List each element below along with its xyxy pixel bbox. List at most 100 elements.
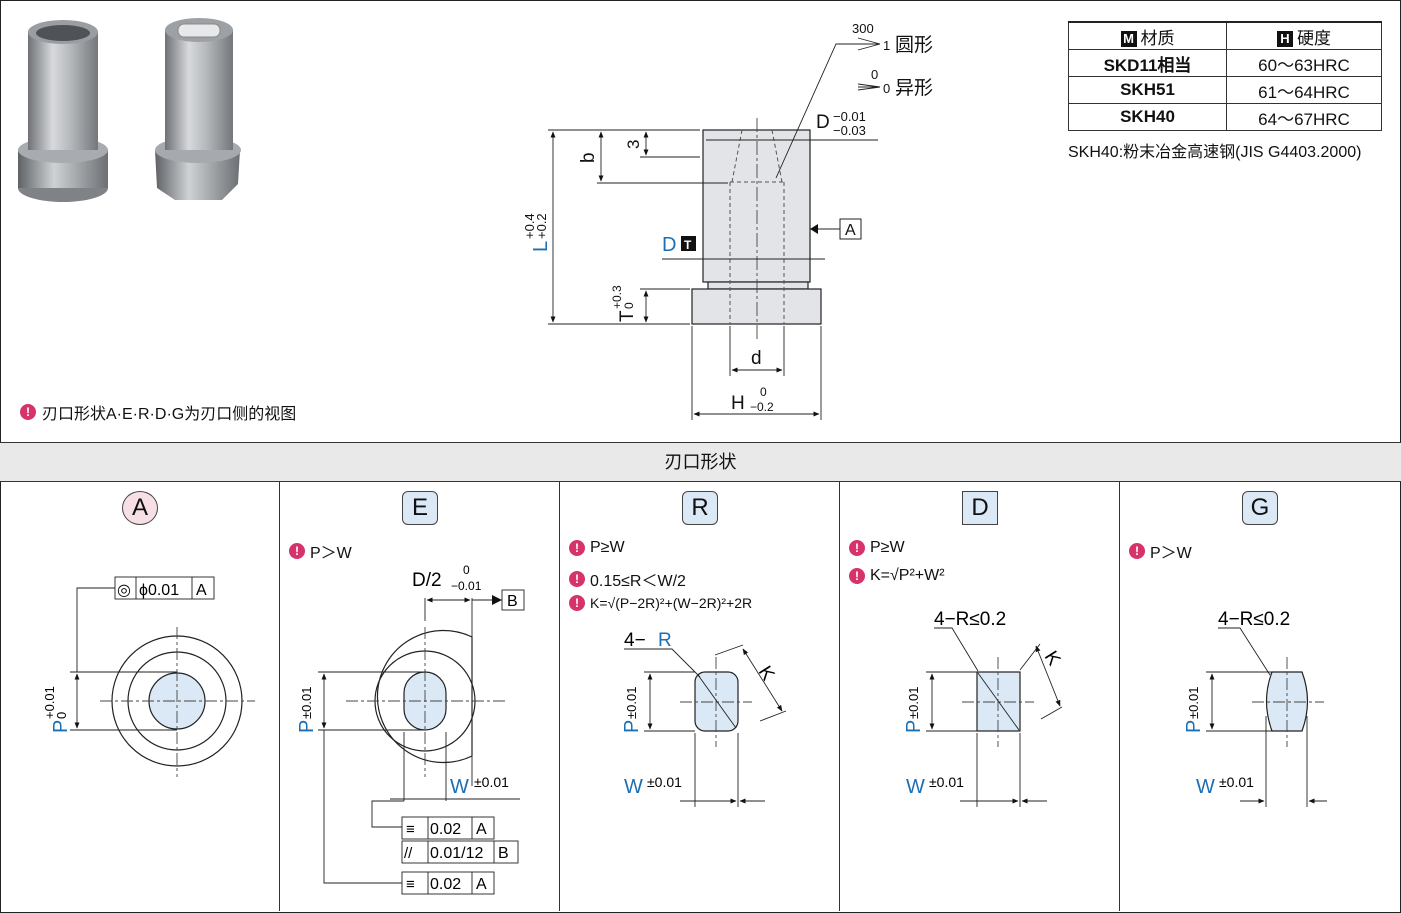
datum-a-box (839, 218, 862, 240)
d-half-tol-lower: −0.01 (451, 579, 482, 593)
fcf-value: 0.01/12 (430, 845, 483, 862)
w-tol: ±0.01 (647, 774, 682, 790)
warning-icon: ! (289, 543, 305, 559)
tolerance-value: ϕ0.01 (139, 582, 179, 599)
shape-badge-a: A (122, 491, 158, 525)
fcf-datum: A (476, 876, 487, 893)
condition-text: P≥W (590, 539, 625, 556)
t-badge-box (681, 236, 696, 251)
d-half-label: D/2 (412, 570, 442, 591)
l-label: L (530, 241, 552, 252)
shape-panel-d: D !P≥W ! K=√P²+W² 4−R≤0.2 K (840, 481, 1120, 911)
hidden-lines (729, 129, 785, 324)
view-note: ! 刃口形状A·E·R·D·G为刃口侧的视图 (20, 400, 296, 424)
fcf-value: 0.02 (430, 821, 461, 838)
condition-line: !P≥W (849, 539, 905, 557)
warning-icon: ! (569, 540, 585, 556)
material-note: SKH40:粉末冶金高速钢(JIS G4403.2000) (1068, 144, 1362, 161)
shape-panel-g: G !P＞W 4−R≤0.2 P ±0.01 W ±0.01 (1120, 481, 1399, 911)
shape-panel-a: A ◎ ϕ0.01 A P +0.01 (0, 481, 280, 911)
shape-g-drawing: 4−R≤0.2 P ±0.01 W ±0.01 (1183, 609, 1327, 807)
k-label: K (1040, 648, 1065, 670)
table-row: SKH40 64～67HRC (1068, 103, 1382, 131)
dim-b: b (578, 152, 599, 163)
condition-text: K=√P²+W² (870, 567, 945, 584)
w-tol: ±0.01 (474, 774, 509, 790)
w-tol: ±0.01 (1219, 774, 1254, 790)
p-tol-upper: +0.01 (42, 686, 57, 719)
l-tol-lower: +0.2 (534, 213, 549, 239)
punch-side-view (691, 129, 822, 325)
p-label: P (1183, 720, 1205, 733)
symmetry-icon: ≡ (406, 821, 415, 838)
t-badge: T (684, 238, 692, 252)
datum-a-label: A (845, 222, 856, 239)
shape-r-drawing: 4− R K P ±0.01 W ±0.01 (621, 630, 787, 807)
w-tol: ±0.01 (929, 774, 964, 790)
t-label: T (617, 310, 638, 322)
material-cell: SKH51 (1068, 76, 1227, 104)
angle-shaped-bottom: 0 (883, 81, 890, 96)
shape-badge-d: D (962, 491, 998, 525)
warning-icon: ! (849, 568, 865, 584)
product-drawing: 300 1 圆形 0 0 异形 D −0.01 −0.03 3 b L +0.4… (18, 18, 933, 420)
datum-b-label: B (507, 593, 518, 610)
p-tol: ±0.01 (624, 687, 639, 719)
symmetry-icon: ≡ (406, 876, 415, 893)
fcf-datum: A (476, 821, 487, 838)
h-tol-upper: 0 (760, 385, 767, 399)
hardness-cell: 60～63HRC (1226, 49, 1382, 77)
datum-a-ref: A (196, 582, 207, 599)
product-photo-round (18, 20, 108, 202)
round-label: 圆形 (895, 34, 933, 56)
fcf-value: 0.02 (430, 876, 461, 893)
hardness-icon: H (1277, 30, 1293, 47)
condition-text: 0.15≤R＜W/2 (590, 573, 686, 590)
p-tol-lower: 0 (54, 712, 69, 719)
w-label: W (906, 776, 925, 798)
w-label: W (1196, 776, 1215, 798)
shape-panel-r: R ! P≥W ! 0.15≤R＜W/2 !K=√(P−2R)²+(W−2R)²+2… (560, 481, 840, 911)
corner-label-r: R (658, 630, 672, 651)
p-tol: ±0.01 (906, 687, 921, 719)
material-icon: M (1120, 30, 1137, 47)
angle-round-top: 300 (852, 21, 874, 36)
shape-badge-e: E (402, 491, 438, 525)
hardness-cell: 61～64HRC (1226, 76, 1382, 104)
d-tol-label: D (816, 112, 830, 133)
d-tol-lower: −0.03 (833, 123, 866, 138)
warning-icon: ! (569, 571, 585, 587)
warning-icon: ! (1129, 543, 1145, 559)
l-tol-upper: +0.4 (522, 213, 537, 239)
p-label: P (50, 720, 72, 733)
corner-label: 4−R≤0.2 (1218, 609, 1290, 630)
parallelism-icon: // (404, 845, 413, 862)
d-tol-upper: −0.01 (833, 109, 866, 124)
view-note-text: 刃口形状A·E·R·D·G为刃口侧的视图 (42, 406, 297, 423)
material-cell: SKD11相当 (1068, 49, 1227, 77)
corner-label: 4−R≤0.2 (934, 609, 1006, 630)
condition-line: ! 0.15≤R＜W/2 (569, 567, 686, 591)
condition-line: ! P≥W (569, 539, 625, 557)
condition-line: ! P＞W (1129, 539, 1192, 563)
t-tol-lower: 0 (622, 302, 636, 309)
corner-label-prefix: 4− (624, 630, 646, 651)
w-label: W (450, 776, 469, 798)
condition-line: !K=√(P−2R)²+(W−2R)²+2R (569, 595, 752, 611)
condition-line: ! K=√P²+W² (849, 567, 945, 585)
fcf-datum: B (498, 845, 509, 862)
angle-round-bottom: 1 (883, 38, 890, 53)
condition-text: P＞W (1150, 545, 1192, 562)
p-tol: ±0.01 (1186, 687, 1201, 719)
d-label: D (662, 234, 676, 256)
shape-e-drawing: D/2 0 −0.01 B P ±0.01 W ±0.01 ≡ 0.02 A /… (296, 563, 525, 895)
shape-a-drawing: ◎ ϕ0.01 A P +0.01 0 (42, 576, 255, 777)
p-tol: ±0.01 (299, 687, 314, 719)
concentricity-icon: ◎ (117, 582, 131, 599)
t-tol-upper: +0.3 (610, 285, 624, 309)
p-label: P (903, 720, 925, 733)
table-row: SKH51 61～64HRC (1068, 76, 1382, 104)
